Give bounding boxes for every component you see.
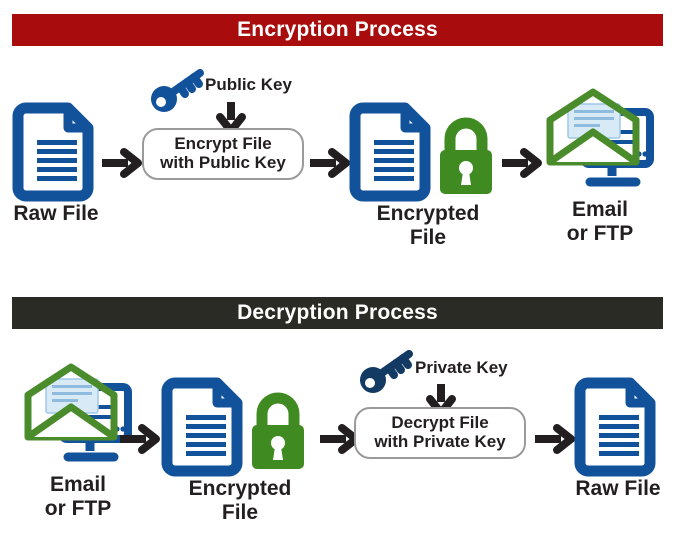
encrypt-file-pill[interactable]: Encrypt File with Public Key: [142, 128, 304, 181]
key-icon: [148, 68, 210, 114]
decryption-step-label: Email or FTP: [44, 473, 112, 520]
decryption-process-banner: Decryption Process: [12, 297, 663, 329]
encryption-step-raw-file: Raw File: [8, 100, 104, 226]
arrow-right-icon: [308, 148, 350, 178]
public-key-caption: Public Key: [205, 75, 292, 94]
decryption-process-title: Decryption Process: [237, 301, 438, 324]
decryption-step-raw-file: Raw File: [570, 375, 666, 501]
email-monitor-icon: [20, 363, 136, 471]
decryption-step-encrypted-file: Encrypted File: [160, 375, 320, 524]
file-lock-icon: [161, 375, 316, 477]
encryption-step-label: Encrypted File: [376, 202, 480, 249]
arrow-right-icon: [100, 148, 142, 178]
private-key-caption: Private Key: [415, 358, 508, 377]
decryption-step-process: Decrypt File with Private Key: [354, 407, 526, 460]
file-icon: [574, 375, 659, 477]
encryption-row: Raw File Public Key: [0, 58, 675, 258]
decryption-step-label: Encrypted File: [188, 477, 292, 524]
key-icon: [357, 349, 419, 395]
decryption-row: Email or FTP: [0, 345, 675, 550]
arrow-right-icon: [533, 424, 575, 454]
file-icon: [12, 100, 97, 202]
encryption-step-encrypted-file: Encrypted File: [348, 100, 508, 249]
encryption-step-label: Email or FTP: [566, 198, 634, 245]
encryption-step-process: Encrypt File with Public Key: [142, 128, 304, 181]
decryption-step-email-ftp: Email or FTP: [18, 363, 138, 520]
decryption-step-label: Raw File: [575, 477, 661, 500]
arrow-right-icon: [118, 424, 160, 454]
file-lock-icon: [349, 100, 504, 202]
decrypt-file-pill[interactable]: Decrypt File with Private Key: [354, 407, 526, 460]
email-monitor-icon: [542, 88, 658, 196]
arrow-right-icon: [500, 148, 542, 178]
encryption-process-banner: Encryption Process: [12, 14, 663, 46]
encryption-step-email-ftp: Email or FTP: [540, 88, 660, 245]
encryption-step-label: Raw File: [13, 202, 99, 225]
encryption-process-title: Encryption Process: [237, 18, 438, 41]
